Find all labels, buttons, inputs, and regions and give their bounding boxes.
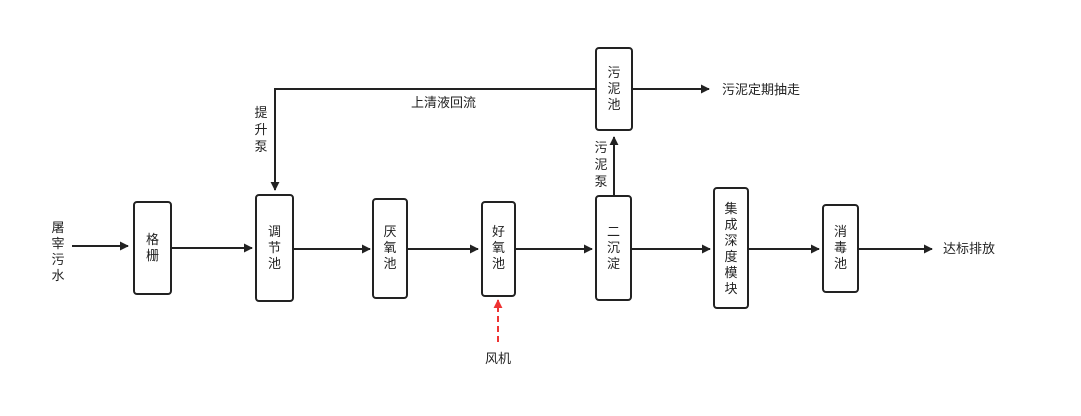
svg-text:好氧池: 好氧池 xyxy=(492,225,505,272)
label-blower: 风机 xyxy=(485,352,511,367)
svg-text:污泥泵: 污泥泵 xyxy=(594,141,607,190)
box-advanced-module: 集成深度模块 xyxy=(713,187,749,309)
svg-text:集成深度模块: 集成深度模块 xyxy=(724,201,737,297)
svg-text:屠宰污水: 屠宰污水 xyxy=(51,221,64,284)
box-sludge-tank: 污泥池 xyxy=(595,47,633,131)
arrow-supernatant-return xyxy=(270,88,596,191)
box-anaerobic-tank: 厌氧池 xyxy=(372,198,408,299)
label-supernatant-return: 上清液回流 xyxy=(411,96,476,111)
box-secondary-settling: 二沉淀 xyxy=(595,195,632,301)
svg-text:消毒池: 消毒池 xyxy=(834,225,847,272)
label-sludge-removal: 污泥定期抽走 xyxy=(722,83,800,98)
svg-text:厌氧池: 厌氧池 xyxy=(383,225,396,272)
box-aerobic-tank: 好氧池 xyxy=(481,201,516,297)
label-sludge-pump: 污泥泵 xyxy=(594,141,607,190)
box-disinfection-tank: 消毒池 xyxy=(822,204,859,293)
svg-text:提升泵: 提升泵 xyxy=(254,105,267,155)
input-label: 屠宰污水 xyxy=(51,221,64,284)
svg-text:调节池: 调节池 xyxy=(268,225,281,272)
label-lift-pump: 提升泵 xyxy=(254,105,267,155)
svg-text:污泥池: 污泥池 xyxy=(607,66,620,113)
label-discharge: 达标排放 xyxy=(943,242,995,257)
svg-text:格栅: 格栅 xyxy=(146,232,159,264)
box-screen: 格栅 xyxy=(133,201,172,295)
box-equalization-tank: 调节池 xyxy=(255,194,294,302)
svg-text:二沉淀: 二沉淀 xyxy=(607,225,620,272)
